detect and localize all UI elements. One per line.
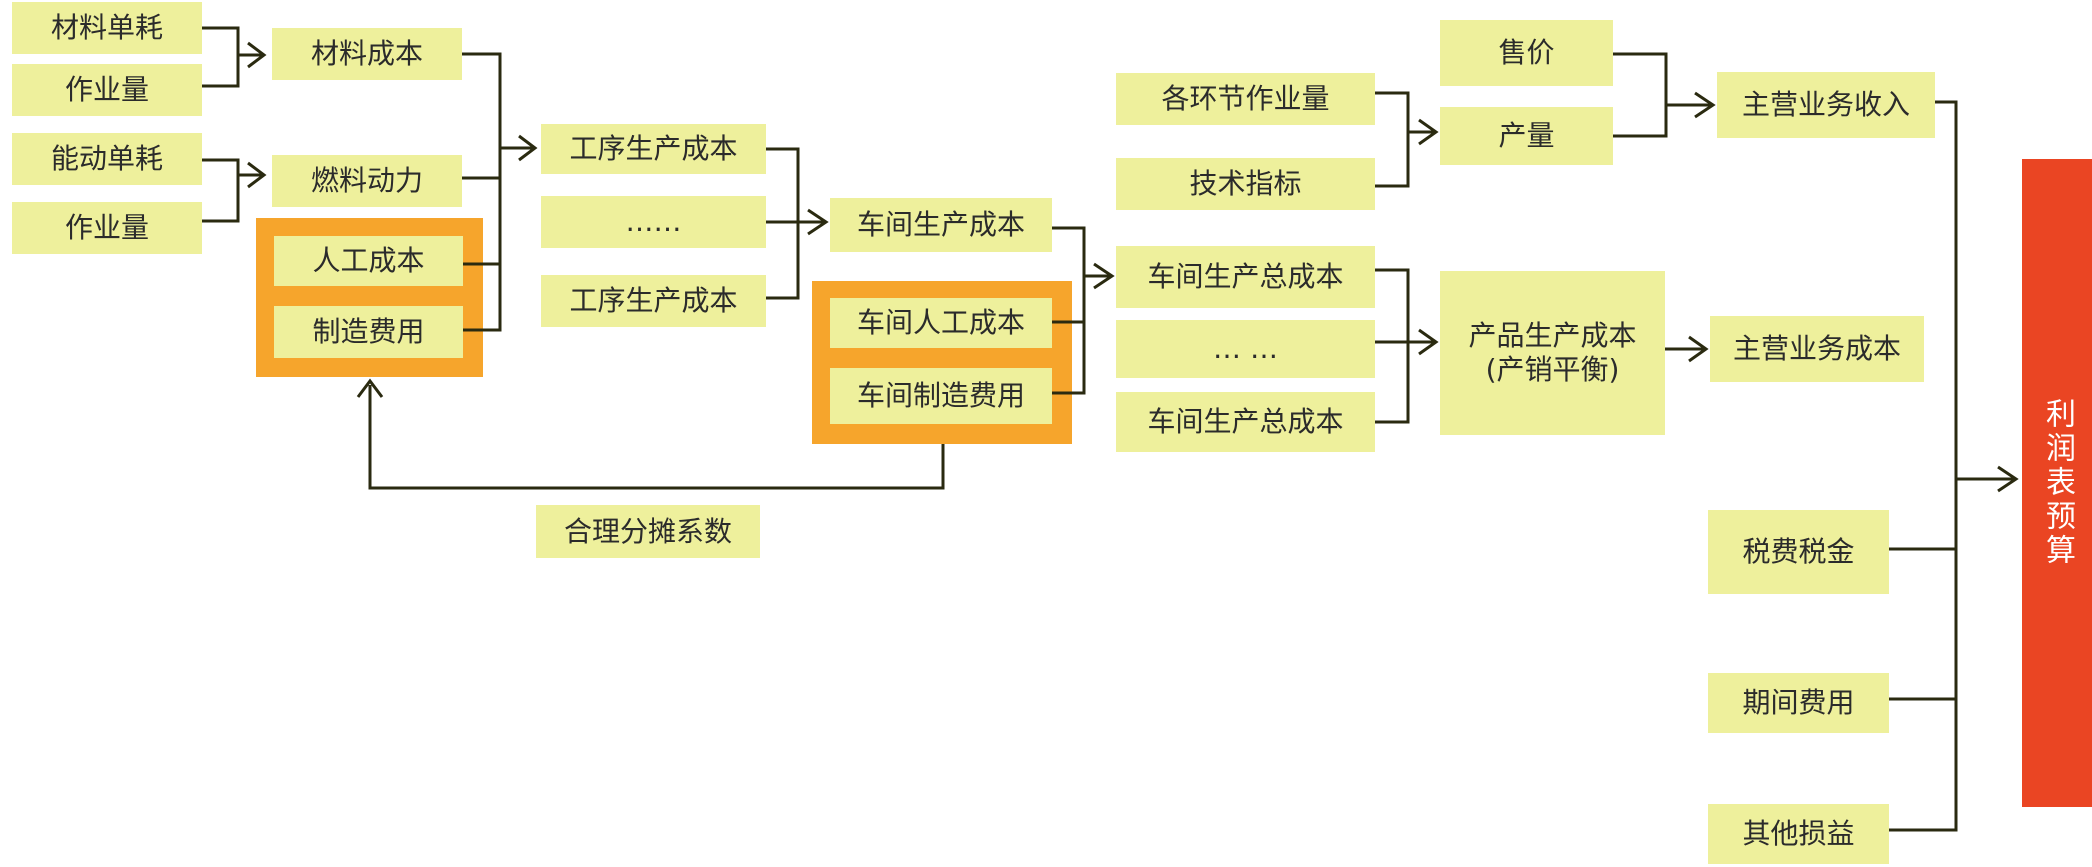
connector-line [1418, 118, 1439, 146]
connector-line [202, 26, 240, 88]
connector-line [1418, 328, 1439, 356]
node-fuel-power: 燃料动力 [272, 155, 462, 207]
connector-line [1688, 335, 1709, 363]
connector-line [1052, 226, 1086, 395]
connector-group [202, 26, 2019, 832]
connector-line [1093, 262, 1115, 290]
node-workshop-total-ellipsis: … … [1116, 320, 1375, 378]
node-link-workload: 各环节作业量 [1116, 73, 1375, 125]
node-profit-budget: 利润表预算 [2022, 159, 2092, 807]
profit-budget-label: 利润表预算 [2040, 398, 2075, 568]
connector-line [807, 208, 829, 236]
node-workshop-cost: 车间生产成本 [830, 198, 1052, 252]
connector-line [356, 378, 384, 398]
node-workload-1: 作业量 [12, 64, 202, 116]
node-output: 产量 [1440, 107, 1613, 165]
connector-line [518, 134, 538, 162]
connector-line [1694, 91, 1716, 119]
connector-line [202, 158, 240, 223]
node-material-cost: 材料成本 [272, 28, 462, 80]
connector-line [462, 52, 502, 332]
node-energy-unit-consumption: 能动单耗 [12, 133, 202, 185]
node-price: 售价 [1440, 20, 1613, 86]
connector-line [1375, 91, 1410, 188]
node-material-unit-consumption: 材料单耗 [12, 2, 202, 54]
node-main-revenue: 主营业务收入 [1717, 72, 1935, 138]
connector-line [1889, 100, 1958, 832]
node-workshop-total-cost-1: 车间生产总成本 [1116, 246, 1375, 308]
node-manufacturing-expense: 制造费用 [274, 306, 463, 358]
node-process-ellipsis: …… [541, 196, 766, 248]
node-labor-cost: 人工成本 [274, 236, 463, 286]
node-product-cost: 产品生产成本 (产销平衡) [1440, 271, 1665, 435]
node-period-expense: 期间费用 [1708, 673, 1889, 733]
node-workshop-labor-cost: 车间人工成本 [830, 298, 1052, 348]
connector-line [368, 385, 945, 490]
node-main-cost: 主营业务成本 [1710, 316, 1924, 382]
node-taxes: 税费税金 [1708, 510, 1889, 594]
node-workshop-manufacturing-expense: 车间制造费用 [830, 368, 1052, 424]
node-workload-2: 作业量 [12, 202, 202, 254]
connector-line [1613, 52, 1668, 138]
node-other-gains-losses: 其他损益 [1708, 804, 1889, 864]
connector-line [1997, 465, 2019, 493]
node-tech-indicators: 技术指标 [1116, 158, 1375, 210]
node-allocation-coefficient: 合理分摊系数 [536, 505, 760, 558]
node-workshop-total-cost-2: 车间生产总成本 [1116, 392, 1375, 452]
connector-line [1375, 268, 1410, 424]
connector-line [247, 161, 267, 189]
node-process-cost-1: 工序生产成本 [541, 124, 766, 174]
connector-line [247, 41, 267, 69]
node-process-cost-2: 工序生产成本 [541, 275, 766, 327]
